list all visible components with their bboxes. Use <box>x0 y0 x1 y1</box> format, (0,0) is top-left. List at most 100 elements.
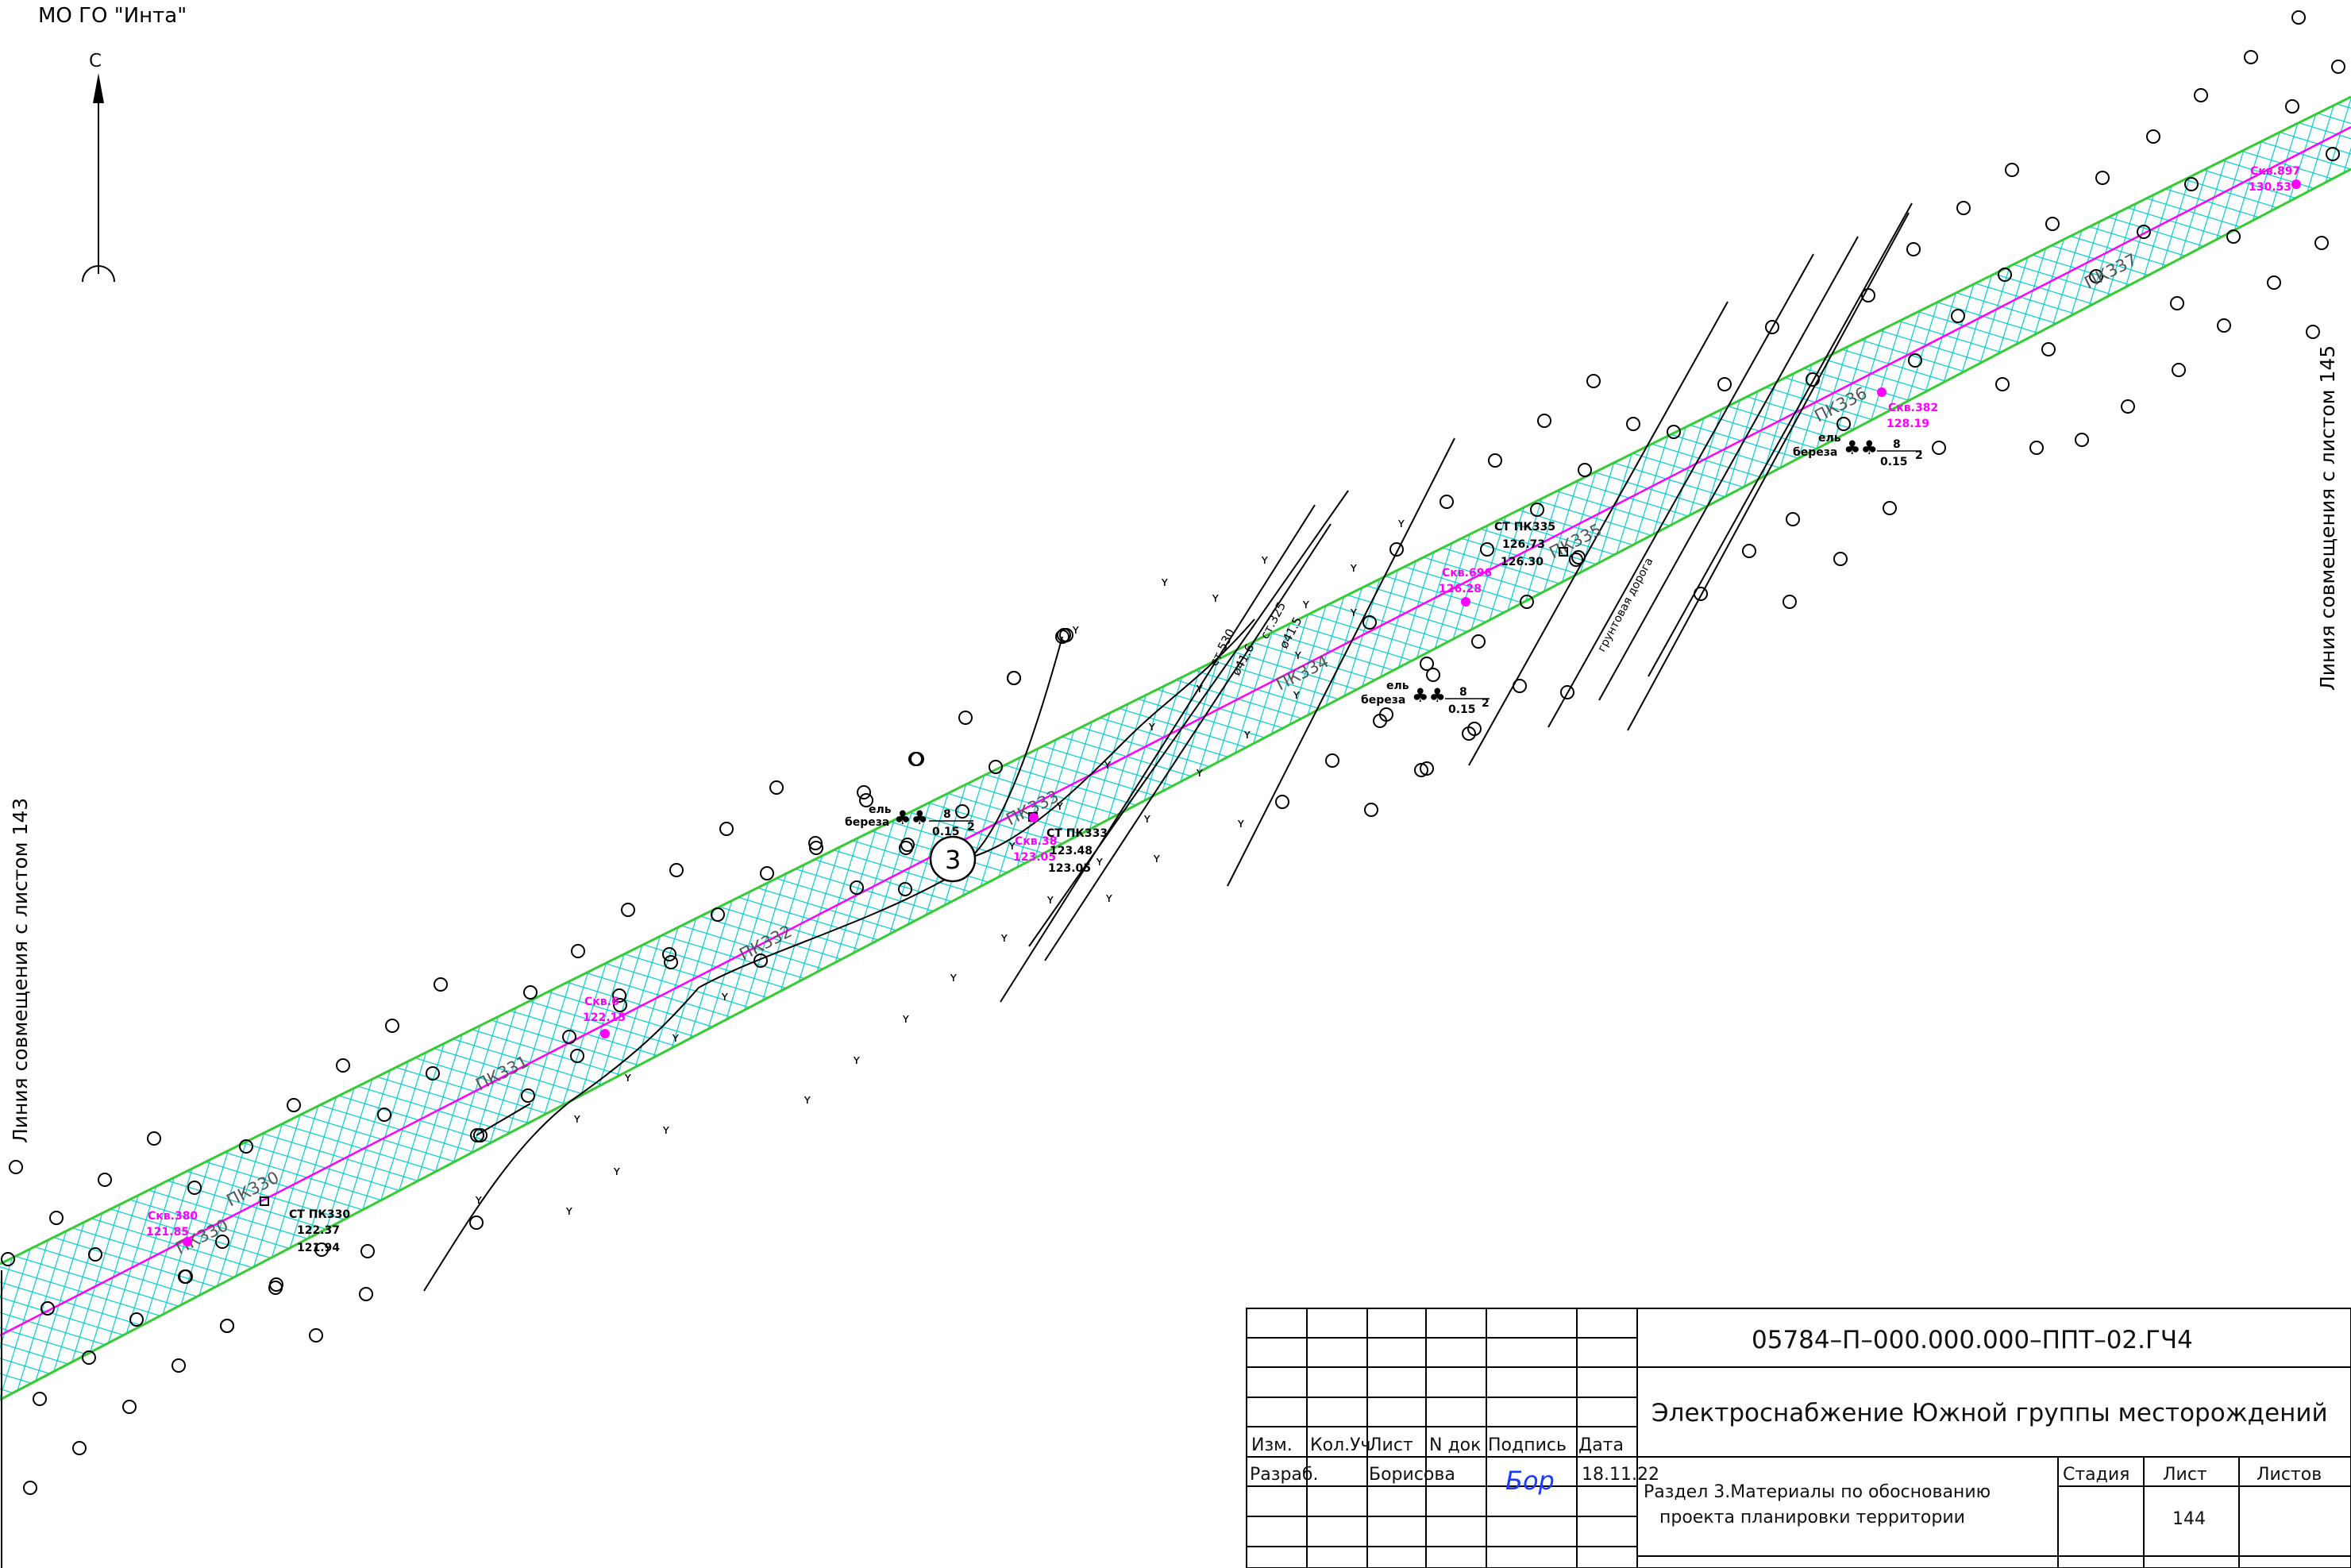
sign-date: 18.11.22 <box>1582 1465 1659 1485</box>
svg-text:ʏ: ʏ <box>1143 811 1151 826</box>
pipeline-corridor <box>0 95 2351 1401</box>
svg-text:ʏ: ʏ <box>1096 853 1104 869</box>
developer-name: Борисова <box>1369 1465 1455 1485</box>
station-value: 123.05 <box>1048 862 1091 875</box>
station-value: 123.48 <box>1050 845 1093 857</box>
well-label: Скв.696 <box>1442 567 1492 580</box>
tree-diameter: 0.15 <box>1448 703 1476 716</box>
svg-text:ʏ: ʏ <box>573 1111 581 1126</box>
svg-text:ʏ: ʏ <box>1261 552 1269 567</box>
svg-text:ʏ: ʏ <box>1350 560 1358 575</box>
svg-text:ʏ: ʏ <box>672 1030 680 1045</box>
svg-text:ʏ: ʏ <box>1397 515 1405 530</box>
tree-group: ♣♣ ель береза 8 0.15 2 <box>845 803 975 838</box>
tree-group: ♣♣ ель береза 8 0.15 2 <box>1793 432 1923 468</box>
svg-text:ʏ: ʏ <box>1350 604 1358 619</box>
svg-text:ʏ: ʏ <box>1148 719 1156 734</box>
station-value: 121.94 <box>297 1242 340 1254</box>
header-list: Лист <box>1369 1435 1413 1455</box>
well-label: Скв.897 <box>2250 165 2300 178</box>
svg-text:ʏ: ʏ <box>1008 838 1016 853</box>
point-marker-label: 3 <box>945 845 961 875</box>
stations: СТ ПК330 122.37 121.94 СТ ПК333 123.48 1… <box>289 521 1555 1254</box>
match-line-right: Линия совмещения с листом 145 <box>2316 345 2339 691</box>
tree-icon: ♣♣ <box>894 807 928 829</box>
station-label: СТ ПК330 <box>289 1208 350 1221</box>
station-value: 126.73 <box>1502 538 1545 551</box>
document-code: 05784–П–000.000.000–ППТ–02.ГЧ4 <box>1752 1326 2193 1354</box>
svg-text:ʏ: ʏ <box>565 1203 573 1218</box>
header-podpis: Подпись <box>1488 1435 1567 1455</box>
well-label: Скв.380 <box>148 1210 198 1223</box>
well-elev: 121.85 <box>146 1226 189 1239</box>
corridor-border-bottom <box>0 168 2351 1401</box>
tree-species: ель <box>869 803 892 816</box>
north-letter: С <box>89 51 102 71</box>
tree-species: береза <box>845 816 889 829</box>
north-arrow: С <box>82 51 115 283</box>
wells: Скв.380 121.85 Скв.6 122.15 Скв.38 123.0… <box>146 165 2301 1246</box>
sheet-number: 144 <box>2172 1509 2206 1529</box>
tree-icon: ♣♣ <box>1844 437 1878 459</box>
well: Скв.382 128.19 <box>1877 387 1938 430</box>
section-title-line2: проекта планировки территории <box>1659 1508 1965 1528</box>
point-marker: 3 <box>929 835 977 883</box>
svg-text:ʏ: ʏ <box>1072 622 1080 637</box>
match-line-left: Линия совмещения с листом 143 <box>9 798 32 1143</box>
project-name: Электроснабжение Южной группы месторожде… <box>1651 1399 2328 1427</box>
well-elev: 128.19 <box>1887 418 1929 430</box>
well-label: Скв.38 <box>1015 835 1057 848</box>
well: Скв.696 126.28 <box>1439 567 1492 607</box>
station: СТ ПК335 126.73 126.30 <box>1494 521 1555 568</box>
station-value: 122.37 <box>297 1224 340 1237</box>
well-elev: 126.28 <box>1439 583 1482 595</box>
svg-text:ʏ: ʏ <box>804 1092 811 1107</box>
tree-count: 2 <box>967 821 975 834</box>
route-axis <box>0 125 2351 1337</box>
title-block-text: 05784–П–000.000.000–ППТ–02.ГЧ4 Электросн… <box>1250 1326 2328 1529</box>
tree-species: береза <box>1793 446 1837 459</box>
well: Скв.6 122.15 <box>583 996 626 1038</box>
stage-label: Стадия <box>2063 1465 2129 1485</box>
station: СТ ПК333 123.48 123.05 <box>1046 827 1108 875</box>
sheet-label: Лист <box>2163 1465 2207 1485</box>
svg-text:ʏ: ʏ <box>1105 890 1113 905</box>
tree-height: 8 <box>943 808 951 821</box>
svg-text:ʏ: ʏ <box>1196 765 1204 780</box>
svg-text:ʏ: ʏ <box>475 1192 483 1207</box>
svg-text:ʏ: ʏ <box>1056 798 1064 813</box>
svg-text:ʏ: ʏ <box>1161 574 1169 589</box>
station-label: СТ ПК333 <box>1046 827 1108 840</box>
svg-text:ʏ: ʏ <box>1104 757 1112 772</box>
well: Скв.380 121.85 <box>146 1210 198 1246</box>
well-elev: 122.15 <box>583 1011 626 1024</box>
title-block <box>1246 1308 2351 1568</box>
svg-text:ʏ: ʏ <box>902 1011 910 1026</box>
station-value: 126.30 <box>1501 556 1544 568</box>
tree-height: 8 <box>1459 686 1467 699</box>
header-izm: Изм. <box>1251 1435 1293 1455</box>
svg-text:ʏ: ʏ <box>662 1122 670 1137</box>
svg-text:ʏ: ʏ <box>1046 892 1054 907</box>
svg-text:ʏ: ʏ <box>721 988 729 1004</box>
tree-height: 8 <box>1893 438 1901 451</box>
tree-group: ♣♣ ель береза 8 0.15 2 <box>1361 680 1490 716</box>
svg-text:ʏ: ʏ <box>1302 596 1310 611</box>
svg-text:ʏ: ʏ <box>853 1052 861 1067</box>
crossing-lines <box>423 202 1913 1292</box>
sheets-label: Листов <box>2257 1465 2322 1485</box>
well-label: Скв.6 <box>584 996 619 1008</box>
svg-text:ʏ: ʏ <box>1000 930 1008 945</box>
tree-species: ель <box>1818 432 1841 445</box>
well: Скв.38 123.05 <box>1013 813 1057 864</box>
tree-species: ель <box>1386 680 1409 692</box>
section-title-line1: Раздел 3.Материалы по обоснованию <box>1644 1482 1991 1502</box>
signature: Бор <box>1505 1466 1555 1496</box>
station: СТ ПК330 122.37 121.94 <box>289 1208 350 1254</box>
svg-text:ʏ: ʏ <box>1212 590 1220 605</box>
road-label: грунтовая дорога <box>1595 556 1655 654</box>
svg-text:ʏ: ʏ <box>1294 647 1302 662</box>
svg-text:ʏ: ʏ <box>950 969 958 984</box>
corridor-border-top <box>0 95 2351 1266</box>
